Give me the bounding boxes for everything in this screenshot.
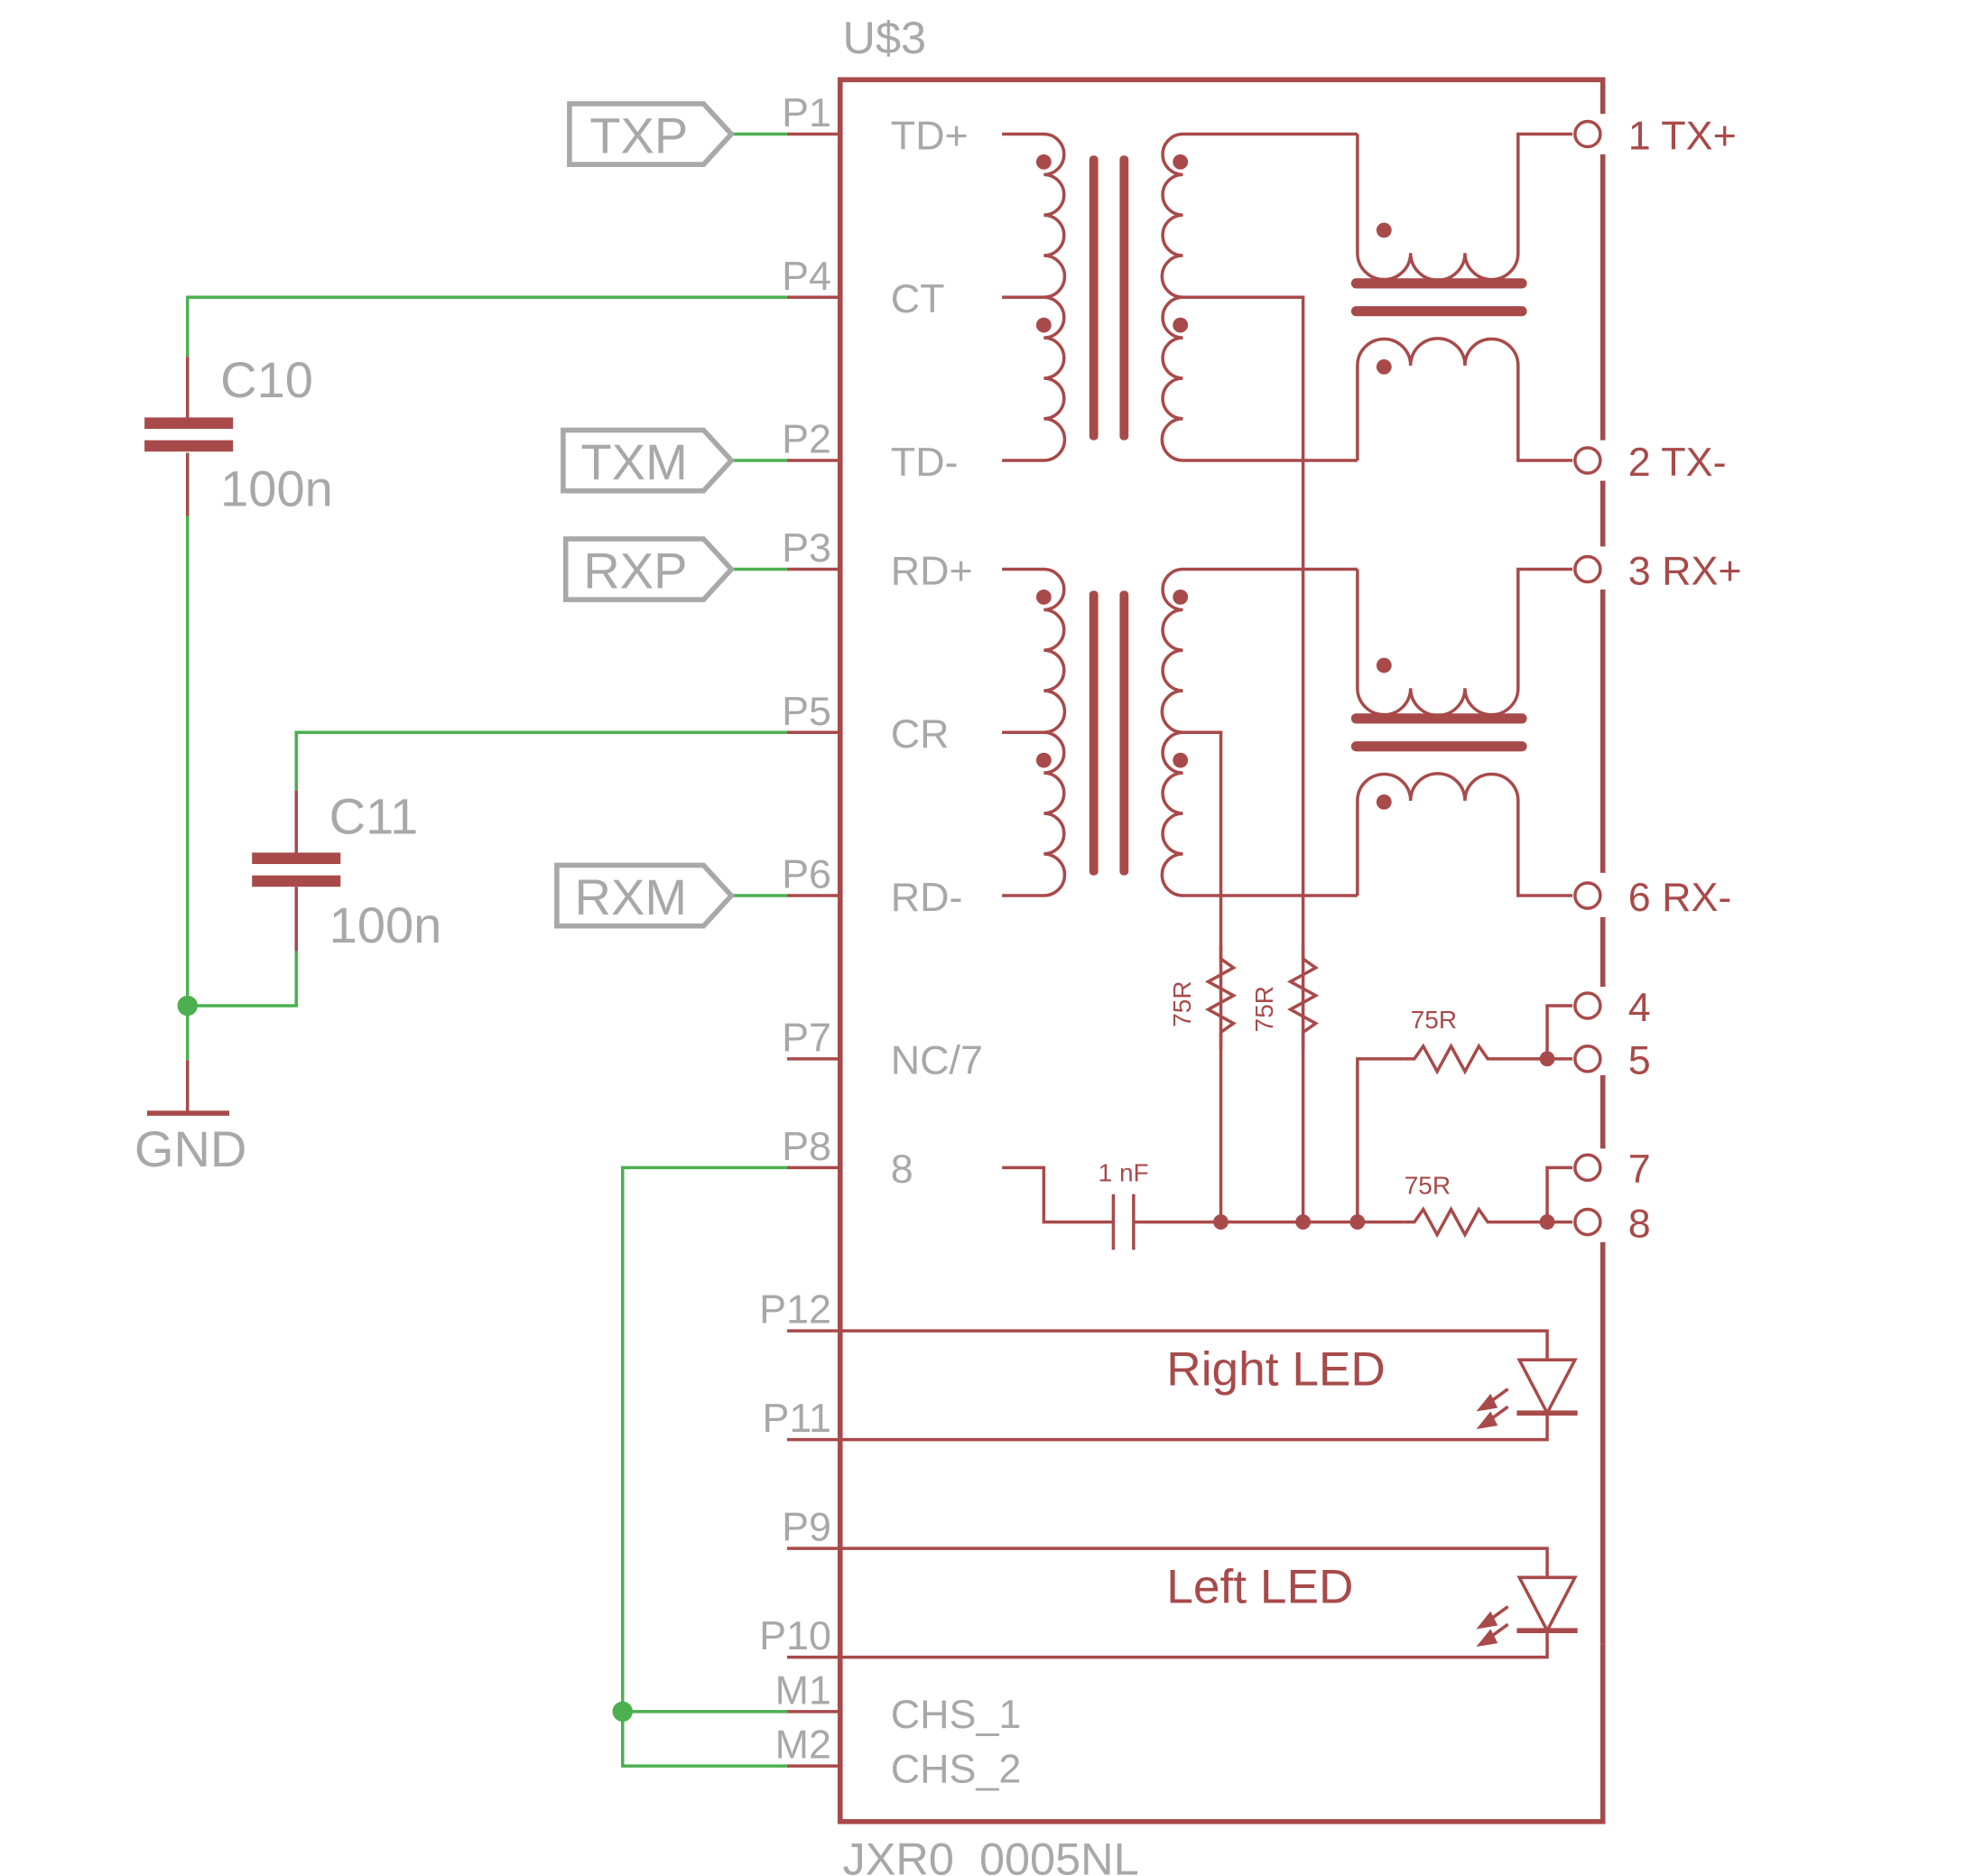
pin-number: P11 <box>763 1395 831 1441</box>
connector-label: 5 <box>1628 1037 1651 1083</box>
net-port-txm: TXM <box>581 433 688 490</box>
left-led <box>839 1546 1578 1659</box>
net-port-rxm: RXM <box>575 868 688 925</box>
pin-name: CT <box>891 275 945 321</box>
nets <box>185 132 787 1768</box>
net-port-shapes <box>554 101 736 929</box>
pin-number: P6 <box>782 851 831 897</box>
net-port-rxp: RXP <box>583 543 687 599</box>
inner-labels: 1 nF 75R 75R 75R 75R <box>1099 980 1458 1199</box>
connector-label: 6 RX- <box>1628 874 1732 920</box>
pin-number: P10 <box>759 1612 831 1658</box>
pin-name: CHS_1 <box>891 1691 1022 1737</box>
pin-number: P8 <box>782 1123 831 1169</box>
c10-value: 100n <box>220 460 333 516</box>
connector-label: 2 TX- <box>1628 439 1727 485</box>
connector-label: 4 <box>1628 984 1651 1030</box>
left-led-label: Left LED <box>1166 1560 1353 1613</box>
pin-name: TD- <box>891 439 959 485</box>
part-outline <box>837 77 1606 1825</box>
resistor-label: 75R <box>1411 1006 1457 1034</box>
gnd-label: GND <box>134 1120 247 1177</box>
connector-label: 8 <box>1628 1200 1651 1246</box>
connector-pins <box>1573 119 1602 1237</box>
resistor-label: 75R <box>1168 980 1196 1026</box>
pin-name: RD- <box>891 874 963 920</box>
net-port-txp: TXP <box>589 107 688 164</box>
pin-number: P12 <box>759 1286 831 1333</box>
pin-number: M2 <box>775 1722 831 1768</box>
pin-name: NC/7 <box>891 1037 983 1083</box>
pin-name: CHS_2 <box>891 1745 1022 1791</box>
pin-stubs <box>786 132 840 1768</box>
phase-dots <box>1035 153 1392 810</box>
c10-ref: C10 <box>220 351 313 408</box>
led-labels: Right LED Left LED <box>1166 1342 1386 1613</box>
pin-name: 8 <box>891 1146 913 1192</box>
pin-names: TD+ CT TD- RD+ CR RD- NC/7 8 CHS_1 CHS_2 <box>891 112 1022 1791</box>
capacitor-c10 <box>144 357 234 516</box>
pin-name: RD+ <box>891 547 973 593</box>
pin-number: P9 <box>782 1504 831 1550</box>
pin-number: P2 <box>782 416 831 462</box>
pin-name: CR <box>891 710 950 757</box>
ground-symbol <box>146 1060 229 1116</box>
termination-network <box>1002 946 1573 1250</box>
capacitor-c11 <box>252 790 341 952</box>
component-labels: C10 100n C11 100n GND <box>134 351 441 1177</box>
cap-1nf-label: 1 nF <box>1099 1159 1149 1187</box>
connector-label: 7 <box>1628 1146 1651 1192</box>
junction-gnd <box>177 995 198 1017</box>
cores <box>1089 155 1527 876</box>
pin-name: TD+ <box>891 112 969 158</box>
net-port-labels: TXP TXM RXP RXM <box>575 107 689 926</box>
junction-chassis <box>612 1701 633 1723</box>
part-labels: U$3 JXR0_0005NL <box>843 12 1139 1876</box>
part-name: U$3 <box>843 12 927 63</box>
connector-label: 1 TX+ <box>1628 112 1737 158</box>
pin-number: P5 <box>782 688 831 734</box>
pin-number: P4 <box>782 253 831 299</box>
resistor-label: 75R <box>1405 1172 1451 1200</box>
resistor-label: 75R <box>1250 986 1278 1032</box>
pin-number: P3 <box>782 525 831 571</box>
connector-labels: 1 TX+ 2 TX- 3 RX+ 6 RX- 4 5 7 8 <box>1628 112 1742 1246</box>
connector-label: 3 RX+ <box>1628 547 1742 593</box>
pin-number: M1 <box>775 1667 831 1713</box>
pin-number: P1 <box>782 89 831 135</box>
right-led-label: Right LED <box>1166 1342 1386 1396</box>
magnetics <box>1002 132 1573 1221</box>
pin-number: P7 <box>782 1014 831 1060</box>
c11-value: 100n <box>329 896 442 953</box>
termination-junctions <box>1213 1051 1555 1230</box>
part-value: JXR0_0005NL <box>843 1834 1139 1876</box>
right-led <box>839 1329 1578 1442</box>
c11-ref: C11 <box>329 787 419 844</box>
pin-numbers: P1 P4 P2 P3 P5 P6 P7 P8 P12 P11 P9 P10 M… <box>759 89 831 1768</box>
